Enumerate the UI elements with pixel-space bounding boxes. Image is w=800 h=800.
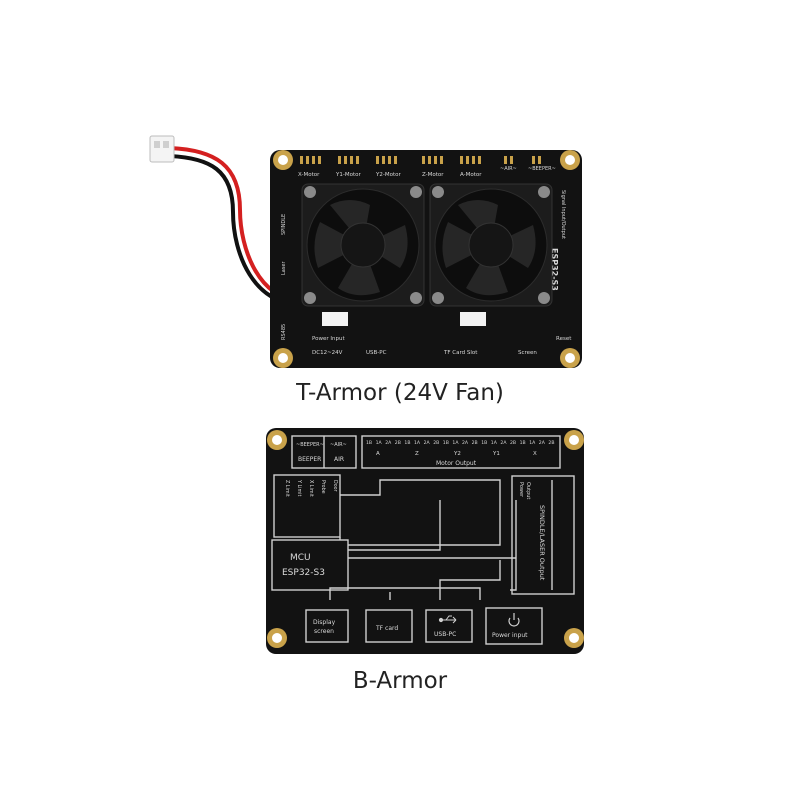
motor-pin-label: 2B [510,440,516,446]
motor-pin-label: 2A [462,440,469,446]
bottom-board-caption: B-Armor [352,668,448,694]
white-component [322,312,348,326]
motor-label-z: Z-Motor [422,172,444,178]
limit-label-y: Y Limit [296,479,302,496]
power-input-label: Power input [492,632,528,639]
bottom-label-power-input: Power Input [312,336,345,342]
motor-pin-label: 1B [443,440,449,446]
motor-pin-label: 2B [472,440,478,446]
display-screen-box: Display screen [305,609,349,643]
motor-pin-label: 2A [500,440,507,446]
tag-beeper: ~BEEPER~ [296,442,324,448]
mcu-box: MCU ESP32-S3 [271,539,349,591]
axis-label-z: Z [415,451,419,457]
motor-pin-label: 1A [529,440,536,446]
axis-label-x: X [533,451,537,457]
axis-label-y2: Y2 [453,451,461,457]
axis-label-y1: Y1 [492,451,500,457]
limits-box: Z Limit Y Limit X Limit Probe Door [273,474,341,538]
motor-label-x: X-Motor [298,172,320,178]
left-label-laser: Laser [281,260,287,275]
fan-connector [149,135,175,163]
display-label: Display [313,619,336,626]
left-label-spindle: SPINDLE [281,214,287,235]
mount-hole [273,150,580,368]
display-screen-label: screen [314,628,334,635]
tf-card-box: TF card [365,609,413,643]
tag-beeper: ~BEEPER~ [528,166,556,172]
fan-right [429,183,553,307]
bottom-pcb [266,428,584,654]
axis-label-a: A [376,451,380,457]
limit-label-z: Z Limit [284,480,290,497]
motor-pin-label: 2B [395,440,401,446]
motor-pin-label: 1B [520,440,526,446]
usb-pc-label: USB-PC [434,631,456,638]
motor-pin-label: 1A [491,440,498,446]
bottom-label-screen: Screen [518,350,537,356]
label-beeper: BEEPER [298,456,321,463]
bottom-label-usb: USB-PC [366,350,387,356]
label-air: AIR [334,456,344,463]
spindle-laser-output-label: SPINDLE/LASER Output [538,505,546,581]
mcu-chip-label: ESP32-S3 [282,568,325,578]
mcu-label: MCU [290,553,311,563]
right-label-esp32: ESP32-S3 [550,248,559,291]
spindle-laser-box: Power Output SPINDLE/LASER Output [511,475,575,595]
motor-pin-label: 1A [376,440,383,446]
bottom-label-dc: DC12~24V [312,350,343,356]
power-icon [508,613,520,627]
tag-air: ~AIR~ [330,442,347,448]
motor-pin-label: 1B [404,440,410,446]
white-component [460,312,486,326]
usb-icon [438,615,457,624]
motor-label-y1: Y1-Motor [335,172,361,178]
tf-card-label: TF card [375,625,398,632]
output-label: Output [525,482,531,499]
motor-pin-label: 1B [481,440,487,446]
left-label-rs485: RS485 [281,324,287,340]
motor-pin-label: 1A [452,440,459,446]
beeper-air-box: ~BEEPER~ ~AIR~ BEEPER AIR [291,435,357,469]
motor-pin-label: 2A [424,440,431,446]
top-board-photo: X-Motor Y1-Motor Y2-Motor Z-Motor A-Moto… [149,135,582,368]
motor-pin-label: 1B [366,440,372,446]
usb-pc-box: USB-PC [425,609,473,643]
header-pins [300,156,541,164]
limit-label-door: Door [332,480,338,492]
power-input-box: Power input [485,607,543,645]
motor-label-y2: Y2-Motor [375,172,401,178]
power-label: Power [518,482,524,498]
top-board-caption: T-Armor (24V Fan) [296,380,504,406]
bottom-label-tf: TF Card Slot [443,350,478,356]
motor-label-a: A-Motor [460,172,482,178]
limit-label-probe: Probe [320,480,326,494]
motor-pin-label: 2A [385,440,392,446]
right-label-signal: Signal Input/Output [560,190,566,239]
tag-air: ~AIR~ [500,166,517,172]
motor-pin-label: 2B [548,440,554,446]
fan-left [301,183,425,307]
motor-output-label: Motor Output [436,460,477,467]
motor-pin-label: 1A [414,440,421,446]
motor-pin-label: 2A [539,440,546,446]
motor-pin-label: 2B [433,440,439,446]
limit-label-x: X Limit [308,480,314,497]
bottom-label-reset: Reset [556,336,572,342]
mount-hole [267,430,584,648]
